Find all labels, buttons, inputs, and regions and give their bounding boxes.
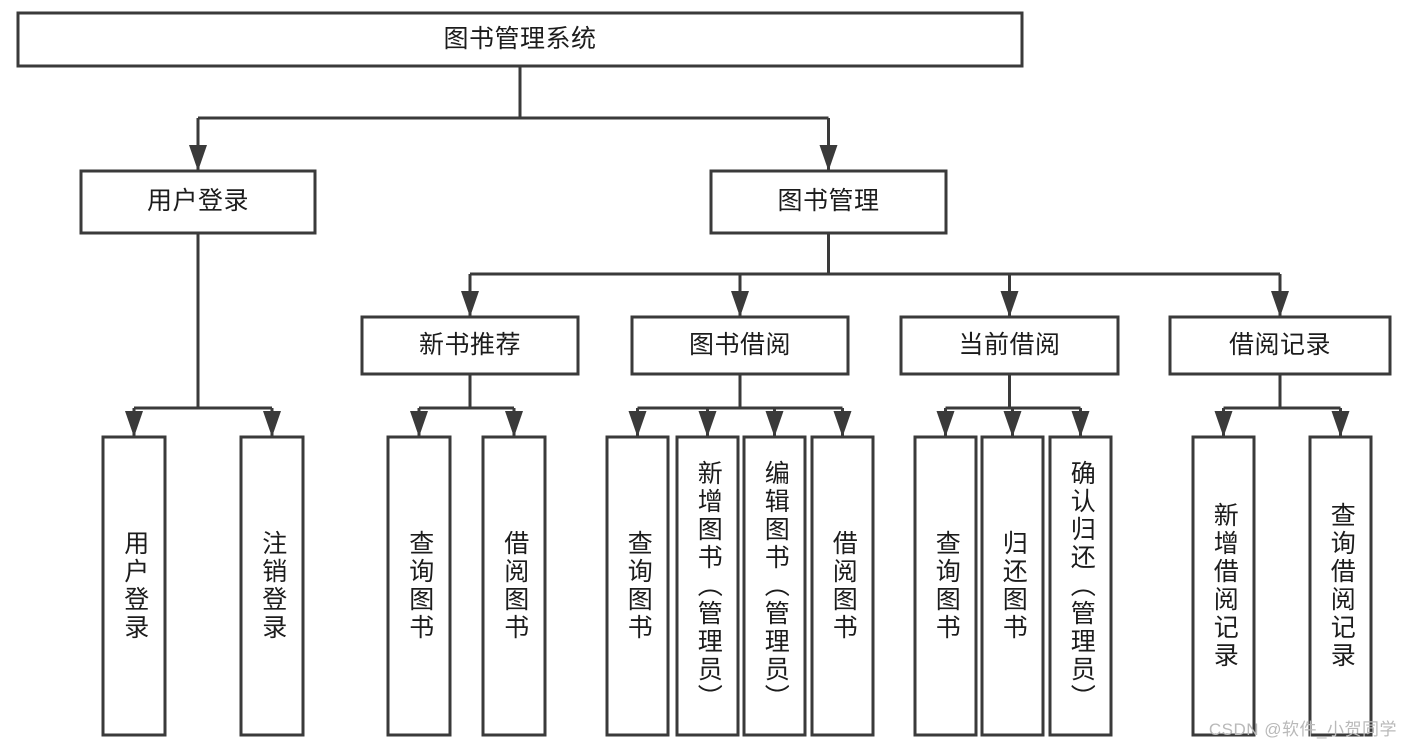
node-box-layer xyxy=(16,11,1392,737)
arrow-current-borrow xyxy=(1000,291,1019,317)
node-box-leaf-query-book-current[interactable] xyxy=(913,435,978,737)
node-label-leaf-add-book-admin: 新增图书（管理员） xyxy=(694,460,723,712)
node-label-borrow-record: 借阅记录 xyxy=(1228,330,1331,359)
node-label-leaf-query-book-rec: 查询图书 xyxy=(405,530,434,642)
node-label-leaf-borrow-book: 借阅图书 xyxy=(829,530,858,642)
arrow-leaf-user-logout xyxy=(263,411,281,437)
arrow-leaf-add-borrow-record xyxy=(1214,411,1233,437)
node-label-leaf-edit-book-admin: 编辑图书（管理员） xyxy=(761,460,790,712)
arrow-book-manage xyxy=(819,145,838,171)
arrow-leaf-add-book-admin xyxy=(698,411,717,437)
node-box-leaf-borrow-book[interactable] xyxy=(810,435,875,737)
node-label-book-borrow: 图书借阅 xyxy=(688,330,791,359)
node-box-book-manage[interactable] xyxy=(709,169,948,235)
node-box-leaf-query-borrow-record[interactable] xyxy=(1308,435,1373,737)
node-box-user-login[interactable] xyxy=(79,169,317,235)
arrow-leaf-user-login xyxy=(125,411,143,437)
node-label-leaf-query-borrow-record: 查询借阅记录 xyxy=(1327,502,1356,670)
arrow-leaf-query-book-current xyxy=(936,411,955,437)
connector-layer xyxy=(125,66,1350,437)
arrow-leaf-return-book xyxy=(1003,411,1022,437)
node-box-leaf-edit-book-admin[interactable] xyxy=(742,435,807,737)
node-box-leaf-user-logout[interactable] xyxy=(239,435,305,737)
arrow-book-borrow xyxy=(731,291,749,317)
node-box-leaf-borrow-book-rec[interactable] xyxy=(481,435,547,737)
node-box-leaf-add-borrow-record[interactable] xyxy=(1191,435,1256,737)
node-label-book-manage: 图书管理 xyxy=(777,187,880,216)
arrow-leaf-borrow-book xyxy=(833,411,852,437)
node-label-root: 图书管理系统 xyxy=(443,24,597,53)
arrow-leaf-edit-book-admin xyxy=(765,411,784,437)
node-box-leaf-query-book-borrow[interactable] xyxy=(605,435,670,737)
node-box-leaf-confirm-return-admin[interactable] xyxy=(1048,435,1113,737)
node-box-current-borrow[interactable] xyxy=(899,315,1120,376)
node-label-leaf-confirm-return-admin: 确认归还（管理员） xyxy=(1067,460,1096,712)
node-label-user-login: 用户登录 xyxy=(146,187,249,216)
node-box-borrow-record[interactable] xyxy=(1168,315,1392,376)
node-box-leaf-add-book-admin[interactable] xyxy=(675,435,740,737)
node-label-leaf-query-book-current: 查询图书 xyxy=(932,530,961,642)
node-label-leaf-query-book-borrow: 查询图书 xyxy=(624,530,653,642)
watermark-text: CSDN @软件_小贺同学 xyxy=(1208,720,1397,739)
arrow-leaf-query-book-borrow xyxy=(628,411,647,437)
node-label-leaf-return-book: 归还图书 xyxy=(999,530,1028,642)
arrow-user-login xyxy=(189,145,207,171)
node-box-leaf-return-book[interactable] xyxy=(980,435,1045,737)
node-label-leaf-user-logout: 注销登录 xyxy=(258,530,287,642)
arrow-leaf-borrow-book-rec xyxy=(505,411,523,437)
node-box-leaf-user-login[interactable] xyxy=(101,435,167,737)
node-label-current-borrow: 当前借阅 xyxy=(958,330,1061,359)
node-box-leaf-query-book-rec[interactable] xyxy=(386,435,452,737)
node-box-root[interactable] xyxy=(16,11,1024,68)
node-label-leaf-user-login: 用户登录 xyxy=(120,530,149,642)
node-box-book-borrow[interactable] xyxy=(630,315,850,376)
node-box-new-book-rec[interactable] xyxy=(360,315,580,376)
arrow-borrow-record xyxy=(1271,291,1289,317)
node-label-new-book-rec: 新书推荐 xyxy=(418,330,521,359)
arrow-leaf-query-book-rec xyxy=(410,411,428,437)
arrow-new-book-rec xyxy=(461,291,479,317)
arrow-leaf-query-borrow-record xyxy=(1331,411,1350,437)
node-label-leaf-borrow-book-rec: 借阅图书 xyxy=(500,530,529,642)
arrow-leaf-confirm-return-admin xyxy=(1071,411,1090,437)
node-label-leaf-add-borrow-record: 新增借阅记录 xyxy=(1210,502,1239,670)
